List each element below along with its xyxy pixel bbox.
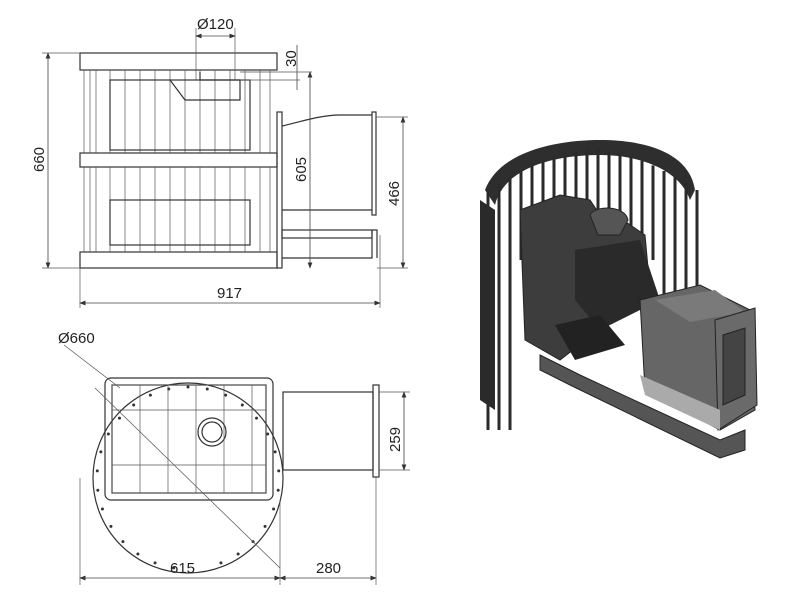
bar-dot xyxy=(277,469,281,473)
dim-body-length: 615 xyxy=(170,560,195,577)
bar-dot xyxy=(100,507,104,511)
dim-chimney-diameter: Ø120 xyxy=(197,16,234,33)
bar-dot xyxy=(172,566,176,570)
dim-overall-length: 917 xyxy=(217,285,242,302)
top-view: Ø660 259 615 280 xyxy=(58,330,410,585)
bar-dot xyxy=(205,387,209,391)
side-view: 660 Ø120 30 605 466 917 xyxy=(31,16,408,308)
bar-dot xyxy=(109,524,113,528)
bar-dot xyxy=(121,540,125,544)
bar-dot xyxy=(224,393,228,397)
dim-overall-height: 660 xyxy=(31,147,48,172)
bar-dot xyxy=(255,416,259,420)
bar-dot xyxy=(272,507,276,511)
dim-door-height: 466 xyxy=(386,181,403,206)
bar-dot xyxy=(219,561,223,565)
dim-chimney-offset: 30 xyxy=(283,50,300,67)
dim-diameter: Ø660 xyxy=(58,330,95,347)
isometric-view xyxy=(480,140,758,459)
bar-dot xyxy=(95,469,99,473)
bar-dot xyxy=(136,552,140,556)
bar-dot xyxy=(276,488,280,492)
bar-dot xyxy=(273,450,277,454)
bar-dot xyxy=(186,385,190,389)
bar-dot xyxy=(266,432,270,436)
bar-dot xyxy=(117,416,121,420)
bar-dot xyxy=(99,450,103,454)
bar-dot xyxy=(263,524,267,528)
dim-tunnel-width: 259 xyxy=(387,427,404,452)
bar-dot xyxy=(153,561,157,565)
bar-dot xyxy=(96,488,100,492)
bar-dot xyxy=(240,403,244,407)
bar-dot xyxy=(236,552,240,556)
bar-dot xyxy=(148,393,152,397)
dim-tunnel-length: 280 xyxy=(316,560,341,577)
bar-dot xyxy=(132,403,136,407)
dim-flue-height: 605 xyxy=(293,157,310,182)
bar-dot xyxy=(106,432,110,436)
